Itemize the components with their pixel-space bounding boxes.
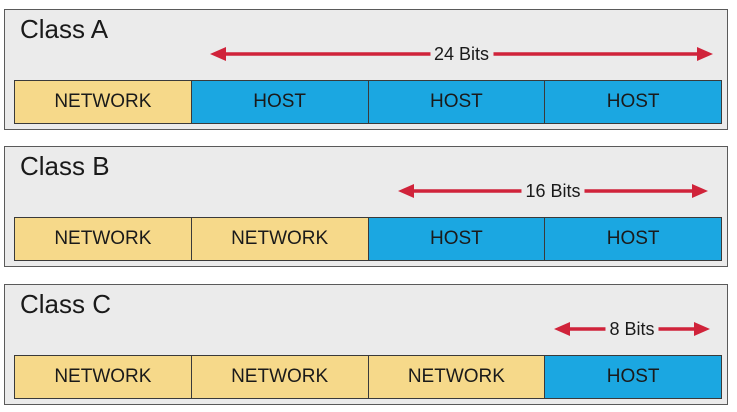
arrow-head-left [210, 47, 226, 61]
class-b-bits-arrow: 16 Bits [398, 181, 708, 201]
class-a-segment-1: NETWORK [15, 81, 192, 123]
class-a-title: Class A [20, 14, 109, 44]
class-c-panel: Class C 8 Bits NETWORK NETWORK NETWORK H… [4, 284, 728, 405]
class-b-segment-1: NETWORK [15, 218, 192, 260]
class-b-segment-4: HOST [545, 218, 721, 260]
arrow-head-right [692, 184, 708, 198]
class-c-segment-4: HOST [545, 356, 721, 398]
class-c-title: Class C [20, 289, 112, 319]
class-b-bits-label: 16 Bits [521, 181, 585, 201]
class-a-segment-4: HOST [545, 81, 721, 123]
class-a-segment-3: HOST [368, 81, 546, 123]
arrow-head-right [697, 47, 713, 61]
class-c-bits-label: 8 Bits [605, 319, 659, 339]
class-c-address-bar: NETWORK NETWORK NETWORK HOST [14, 355, 722, 399]
class-a-address-bar: NETWORK HOST HOST HOST [14, 80, 722, 124]
class-b-panel: Class B 16 Bits NETWORK NETWORK HOST HOS… [4, 146, 728, 267]
class-c-segment-2: NETWORK [191, 356, 369, 398]
arrow-head-left [554, 322, 570, 336]
arrow-head-right [694, 322, 710, 336]
class-b-segment-2: NETWORK [191, 218, 369, 260]
class-b-address-bar: NETWORK NETWORK HOST HOST [14, 217, 722, 261]
class-b-segment-3: HOST [368, 218, 546, 260]
class-a-segment-2: HOST [191, 81, 369, 123]
class-a-bits-label: 24 Bits [429, 44, 494, 64]
class-a-bits-arrow: 24 Bits [210, 44, 713, 64]
class-b-title: Class B [20, 151, 110, 181]
class-c-segment-1: NETWORK [15, 356, 192, 398]
class-c-bits-arrow: 8 Bits [554, 319, 710, 339]
class-a-panel: Class A 24 Bits NETWORK HOST HOST HOST [4, 9, 728, 130]
class-c-segment-3: NETWORK [368, 356, 546, 398]
arrow-head-left [398, 184, 414, 198]
